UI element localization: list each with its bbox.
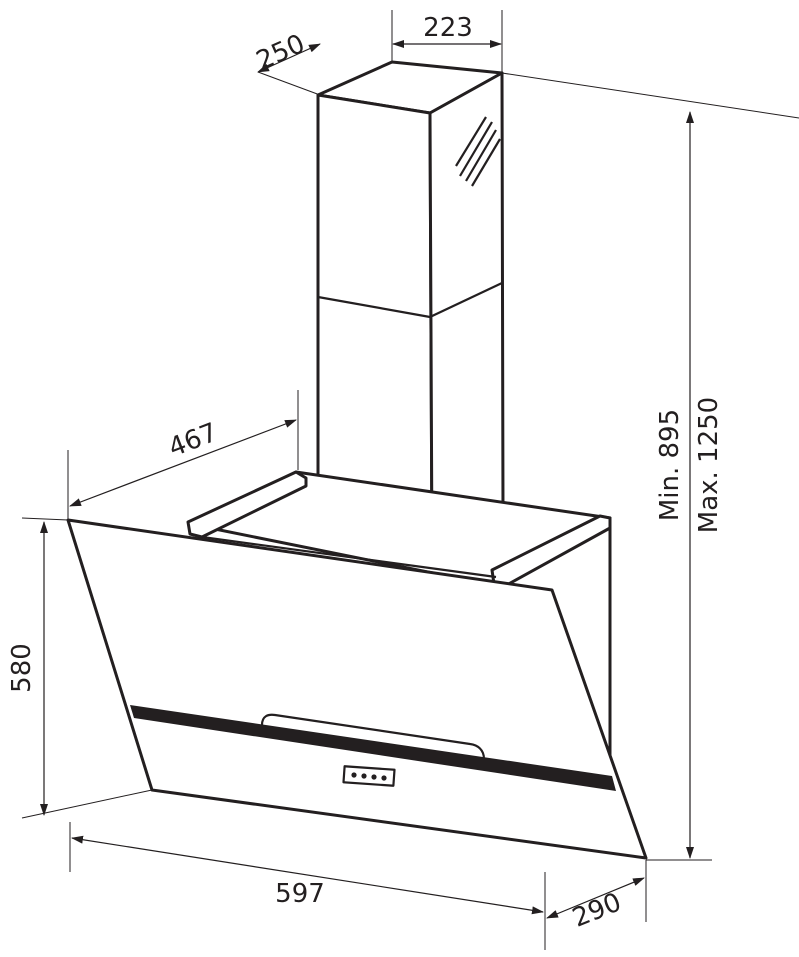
dimension-lines [40, 40, 694, 919]
ventilation-slots-icon [455, 116, 501, 187]
label-chimney-width: 223 [423, 13, 473, 43]
dim-line-467 [69, 419, 297, 507]
label-min-height: Min. 895 [655, 409, 685, 521]
dim-line-290 [546, 877, 645, 919]
chimney [316, 60, 505, 557]
handle-slot [260, 713, 486, 760]
dim-line-250 [257, 43, 321, 73]
extension-lines [21, 10, 799, 950]
chimney-side-face [428, 71, 505, 557]
label-canopy-depth: 467 [165, 418, 222, 464]
chimney-joint-side [429, 282, 503, 318]
label-max-height: Max. 1250 [694, 397, 724, 533]
glass-canopy [66, 518, 648, 860]
dim-line-597 [71, 835, 544, 915]
chimney-joint-front [317, 295, 431, 319]
canopy-dark-band [130, 705, 616, 791]
label-bottom-depth: 290 [568, 887, 625, 933]
label-hood-height: 580 [7, 643, 37, 693]
control-panel [342, 765, 396, 787]
label-chimney-depth: 250 [252, 29, 310, 77]
label-total-width: 597 [275, 879, 325, 909]
control-buttons-icon [351, 772, 387, 781]
